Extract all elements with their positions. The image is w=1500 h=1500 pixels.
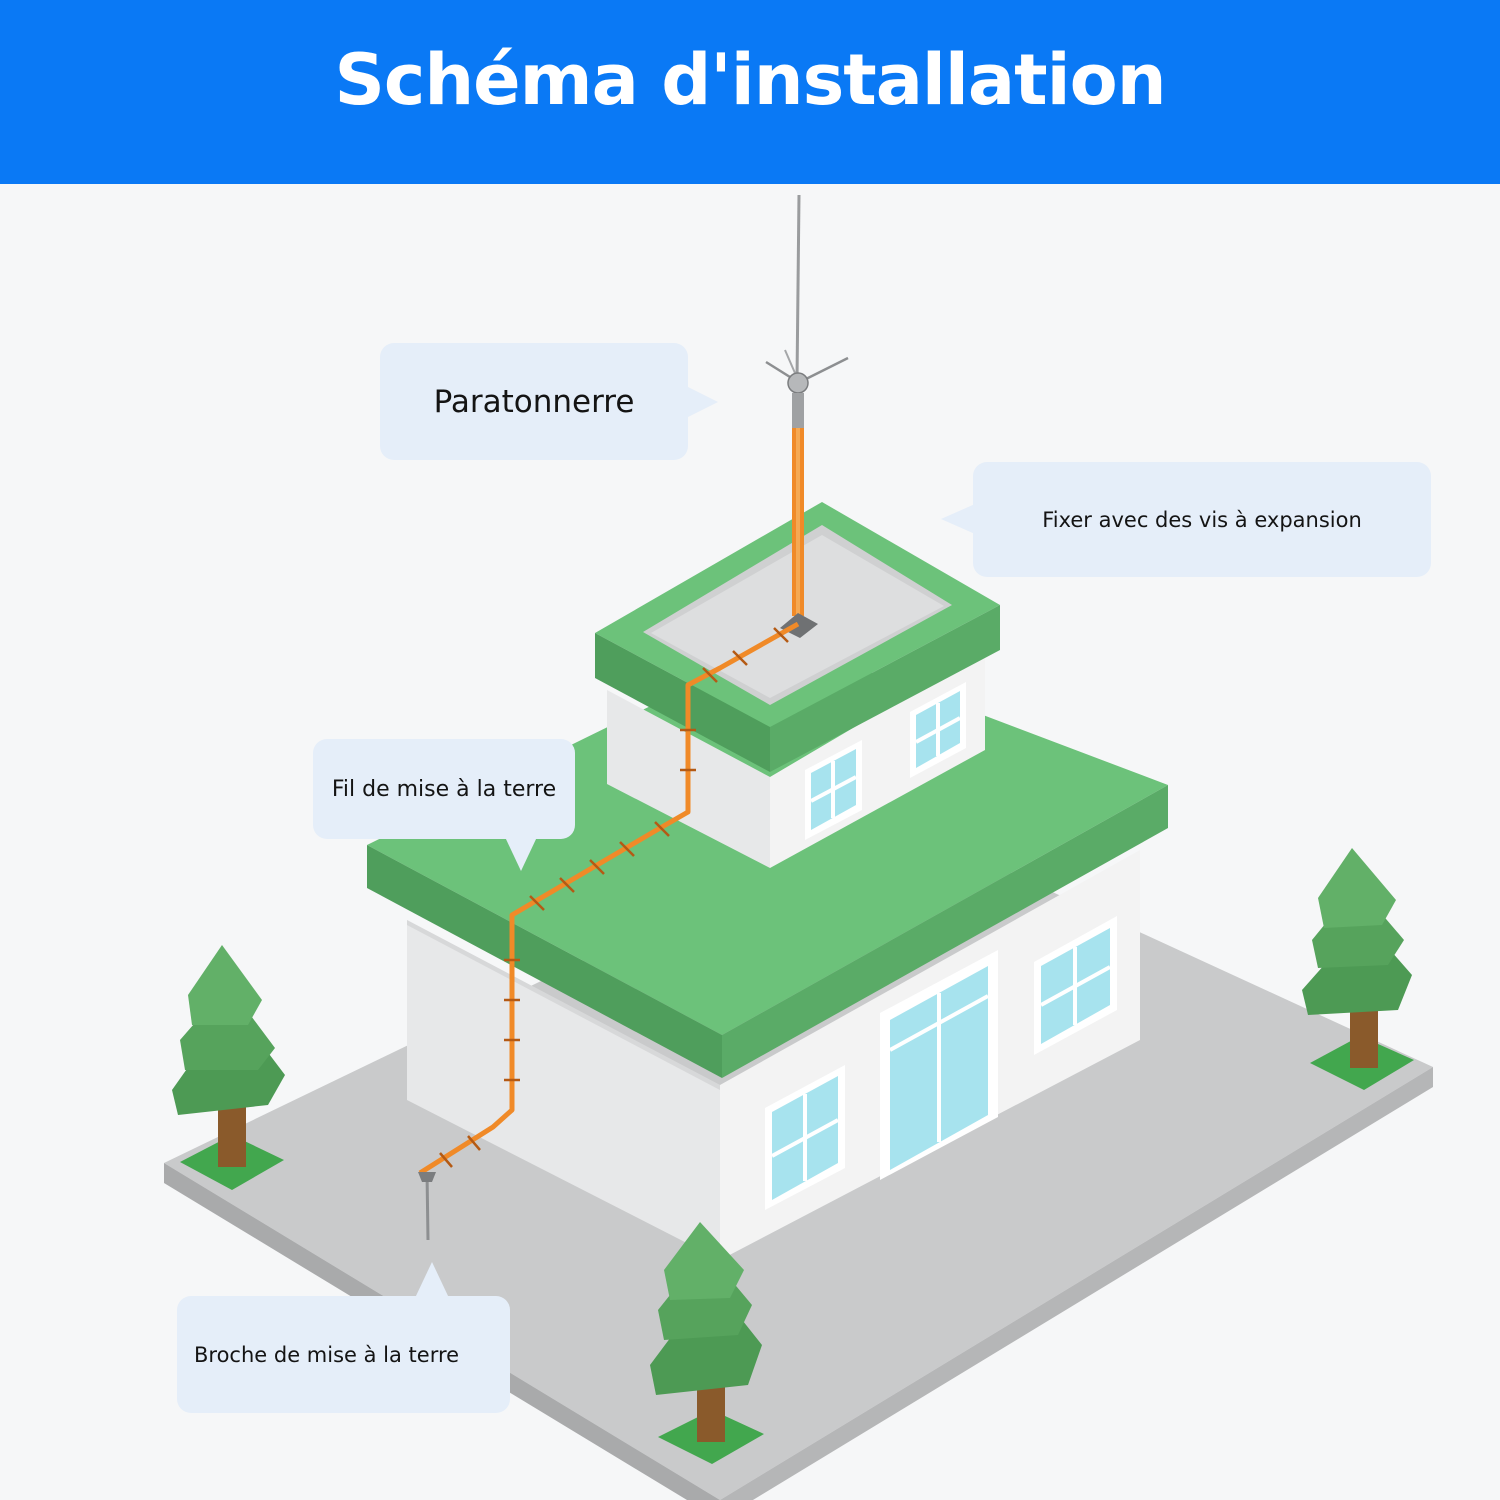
tree-icon [172, 945, 285, 1190]
callout-ground-rod: Broche de mise à la terre [177, 1262, 510, 1413]
door-icon [880, 950, 998, 1180]
window-icon [1034, 916, 1117, 1055]
callout-ground-rod-label: Broche de mise à la terre [194, 1342, 460, 1367]
tree-icon [650, 1222, 764, 1464]
window-icon [805, 740, 862, 840]
callout-ground-wire: Fil de mise à la terre [313, 739, 575, 871]
page-title: Schéma d'installation [334, 39, 1166, 121]
lightning-rod-icon [765, 194, 849, 638]
ground-rod-icon [418, 1171, 436, 1241]
callout-lightning-rod-label: Paratonnerre [433, 383, 635, 420]
window-icon [765, 1065, 845, 1210]
title-banner: Schéma d'installation [0, 0, 1500, 184]
callout-lightning-rod: Paratonnerre [380, 343, 718, 460]
callout-pointer [941, 504, 975, 534]
callout-fixing: Fixer avec des vis à expansion [941, 462, 1431, 577]
tree-icon [1302, 848, 1414, 1090]
callout-ground-wire-label: Fil de mise à la terre [331, 776, 557, 802]
callout-pointer [415, 1262, 449, 1298]
callout-fixing-label: Fixer avec des vis à expansion [1042, 507, 1362, 532]
callout-pointer [505, 837, 537, 871]
callout-pointer [686, 386, 718, 418]
window-icon [910, 682, 966, 778]
wire-clips [439, 627, 789, 1168]
